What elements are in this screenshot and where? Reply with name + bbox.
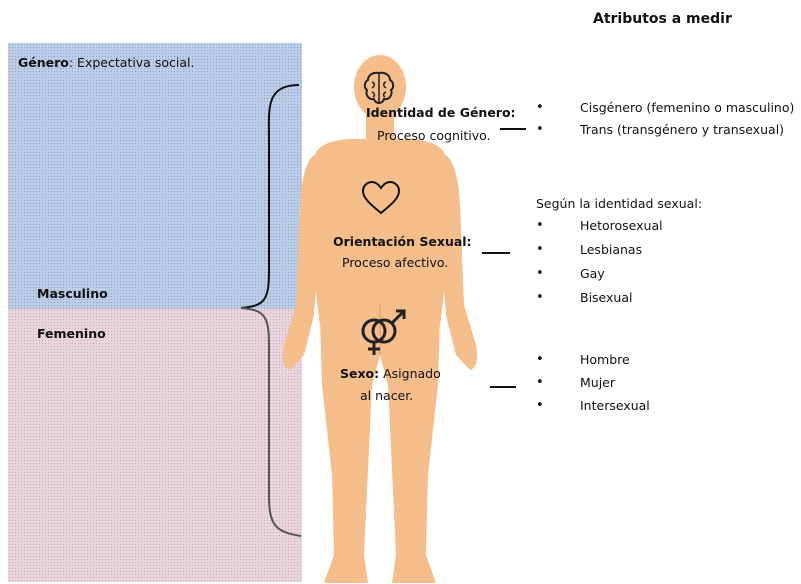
list-item: •Hombre (580, 352, 650, 375)
list-item-label: Trans (transgénero y transexual) (580, 122, 784, 137)
list-item-label: Hetorosexual (580, 218, 663, 233)
gender-label: Género: Expectativa social. (18, 55, 194, 70)
gender-label-rest: : Expectativa social. (69, 55, 195, 70)
identity-list: •Cisgénero (femenino o masculino) •Trans… (580, 100, 794, 144)
list-item-label: Mujer (580, 375, 615, 390)
list-item: •Lesbianas (580, 242, 663, 266)
orientation-label: Orientación Sexual: (333, 234, 472, 249)
sex-label-bold: Sexo: (340, 366, 379, 381)
heart-icon (360, 180, 402, 216)
list-item-label: Bisexual (580, 290, 632, 305)
orientation-list: •Hetorosexual •Lesbianas •Gay •Bisexual (580, 218, 663, 314)
gender-label-bold: Género (18, 55, 69, 70)
list-item-label: Gay (580, 266, 605, 281)
sex-list: •Hombre •Mujer •Intersexual (580, 352, 650, 421)
list-item-label: Cisgénero (femenino o masculino) (580, 100, 794, 115)
list-item: •Intersexual (580, 398, 650, 421)
list-item: •Hetorosexual (580, 218, 663, 242)
sex-connector (490, 386, 516, 388)
orientation-connector (482, 252, 510, 254)
orientation-intro: Según la identidad sexual: (536, 196, 702, 211)
list-item: •Mujer (580, 375, 650, 398)
sex-label-rest: Asignado (379, 366, 441, 381)
list-item: •Gay (580, 266, 663, 290)
gender-symbols-icon (354, 303, 410, 359)
feminine-label: Femenino (37, 326, 106, 341)
identity-description: Proceso cognitivo. (377, 128, 491, 143)
sex-label: Sexo: Asignado (340, 366, 441, 381)
list-item-label: Lesbianas (580, 242, 642, 257)
sex-label-line2: al nacer. (360, 388, 413, 403)
list-item-label: Intersexual (580, 398, 650, 413)
list-item: •Bisexual (580, 290, 663, 314)
masculine-label: Masculino (37, 286, 108, 301)
identity-connector (500, 128, 526, 130)
list-item-label: Hombre (580, 352, 630, 367)
list-item: •Cisgénero (femenino o masculino) (580, 100, 794, 122)
identity-label: Identidad de Género: (366, 105, 516, 120)
brain-icon (363, 70, 395, 106)
orientation-description: Proceso afectivo. (342, 255, 448, 270)
list-item: •Trans (transgénero y transexual) (580, 122, 794, 144)
diagram-title: Atributos a medir (593, 11, 732, 27)
